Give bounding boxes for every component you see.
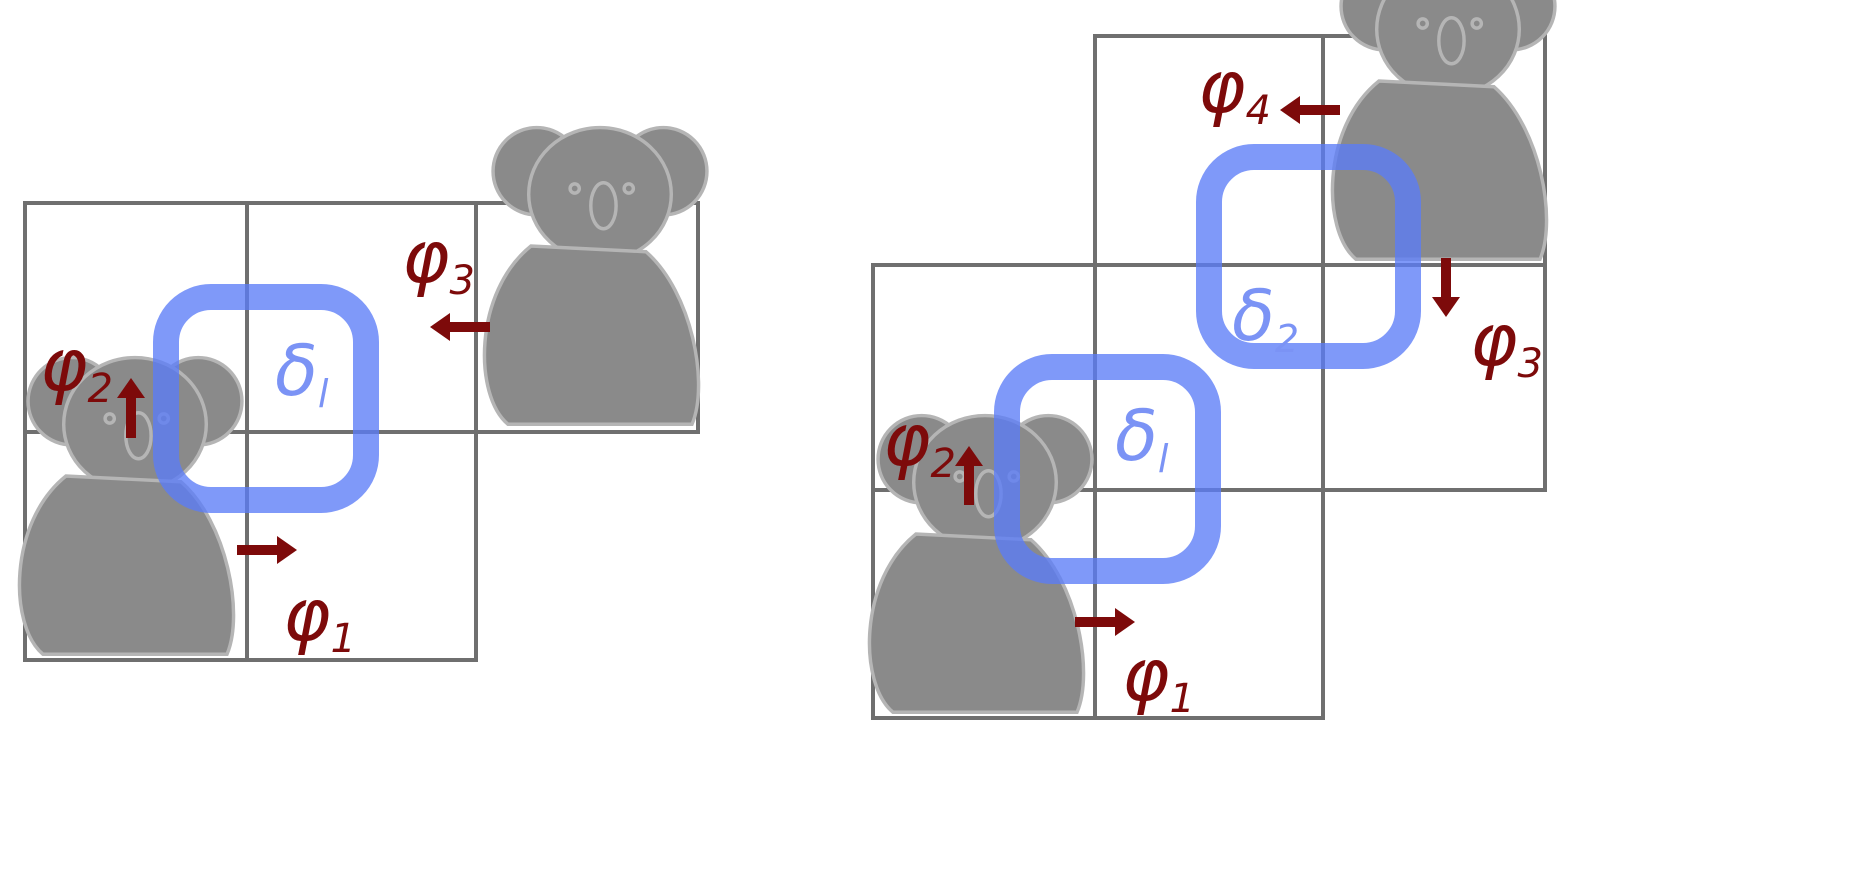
arrow-icon [117,378,145,438]
delta-label: δl [1115,395,1169,481]
delta-label: δ2 [1232,275,1299,361]
arrow-icon [1280,96,1340,124]
phi-label: φ3 [1470,298,1543,387]
arrow-icon [1432,258,1460,317]
phi-label: φ2 [40,323,113,412]
phi-label: φ2 [883,398,956,487]
delta-label: δl [275,330,329,416]
phi-label: φ1 [283,573,356,662]
phi-label: φ3 [402,215,475,304]
right-diagram: δ2 δl φ1 φ2 φ3 φ4 [867,0,1557,722]
plaquette-ring [994,354,1221,584]
left-diagram: δl φ1 φ2 φ3 [17,125,709,662]
plaquette-ring [1196,144,1421,369]
arrow-icon [430,313,490,341]
phi-label: φ4 [1198,45,1271,134]
arrow-icon [1075,608,1135,636]
koala-icon [1330,0,1557,261]
plaquette-ring [153,284,379,513]
arrow-icon [237,536,297,564]
arrow-icon [955,446,983,505]
phi-label: φ1 [1122,633,1195,722]
koala-icon [482,125,709,426]
